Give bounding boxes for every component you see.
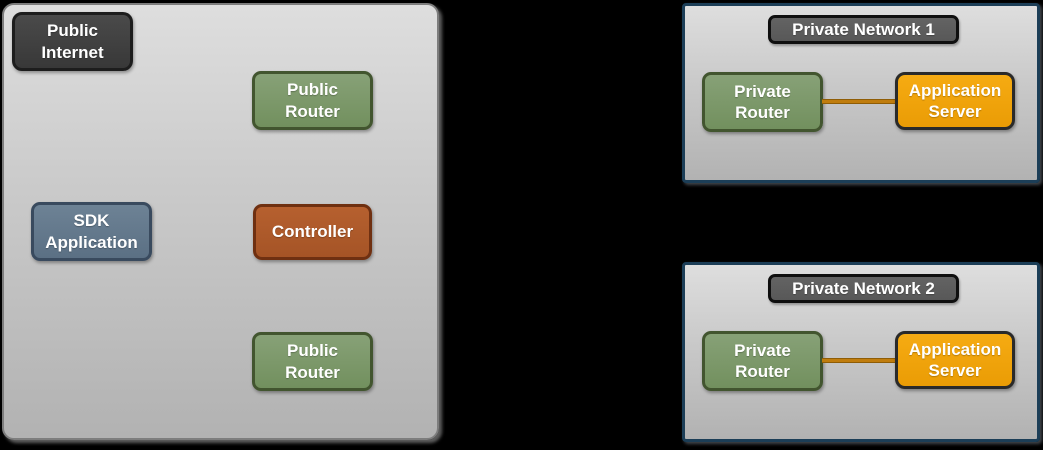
public-internet-zone: Public Internet Public Router SDK Applic… <box>2 3 439 440</box>
node-controller: Controller <box>253 204 372 260</box>
private-network-1-zone: Private Network 1 Private Router Applica… <box>682 3 1040 183</box>
node-private-router-2: Private Router <box>702 331 823 391</box>
node-private-router-1: Private Router <box>702 72 823 132</box>
connector-line-network-1 <box>822 99 896 104</box>
node-sdk-application: SDK Application <box>31 202 152 261</box>
connector-line-network-2 <box>822 358 896 363</box>
node-application-server-2: Application Server <box>895 331 1015 389</box>
private-network-2-zone: Private Network 2 Private Router Applica… <box>682 262 1040 442</box>
node-public-internet: Public Internet <box>12 12 133 71</box>
node-application-server-1: Application Server <box>895 72 1015 130</box>
private-network-2-title: Private Network 2 <box>768 274 959 303</box>
node-public-router-bottom: Public Router <box>252 332 373 391</box>
node-public-router-top: Public Router <box>252 71 373 130</box>
private-network-1-title: Private Network 1 <box>768 15 959 44</box>
